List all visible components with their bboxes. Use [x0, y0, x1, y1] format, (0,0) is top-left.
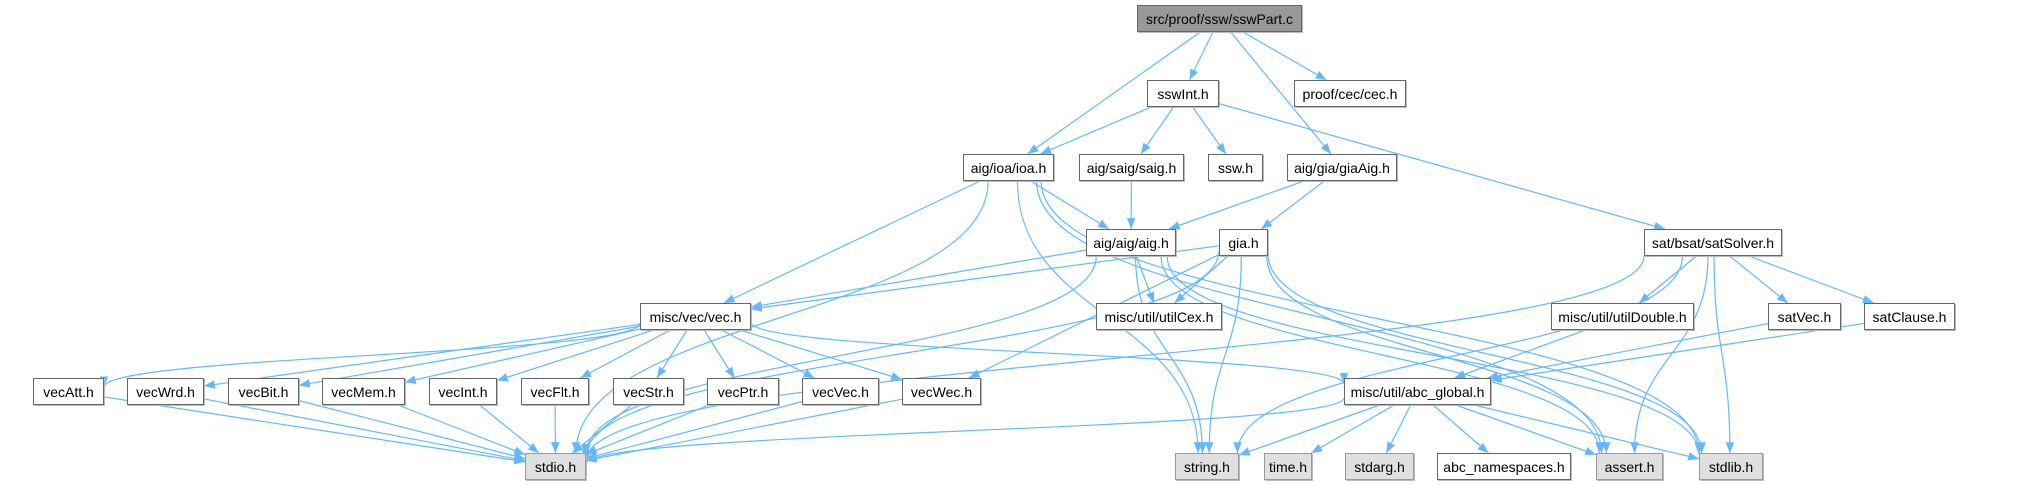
- edge-abc_global-to-assert: [1455, 404, 1597, 456]
- edge-root-to-giaAig: [1230, 31, 1332, 155]
- edge-abc_global-to-stdlib: [1473, 404, 1700, 461]
- edge-satSolver-to-stdlib: [1713, 255, 1735, 454]
- edge-vecPtr-to-stdio: [585, 404, 710, 455]
- edge-gia-to-stdlib: [1267, 253, 1706, 454]
- edge-abc_global-to-string: [1238, 404, 1380, 456]
- node-giaAig[interactable]: aig/gia/giaAig.h: [1287, 154, 1397, 181]
- edge-sswInt-to-ioa: [1040, 106, 1152, 155]
- edge-sswInt-to-saig: [1140, 106, 1175, 155]
- node-saig[interactable]: aig/saig/saig.h: [1079, 154, 1184, 181]
- edge-gia-to-utilCex: [1174, 255, 1229, 304]
- node-sswInt[interactable]: sswInt.h: [1147, 80, 1219, 107]
- edge-gia-to-vec: [750, 245, 1220, 312]
- edge-vecInt-to-stdio: [479, 404, 540, 454]
- node-satSolver[interactable]: sat/bsat/satSolver.h: [1644, 229, 1782, 256]
- edge-satVec-to-abc_global: [1487, 322, 1769, 381]
- edge-vec-to-vecPtr: [703, 329, 735, 379]
- edge-abc_global-to-stdarg: [1385, 404, 1412, 454]
- edge-satSolver-to-satClause: [1748, 255, 1874, 304]
- edge-aig-to-string: [1134, 255, 1207, 454]
- edge-aig-to-assert: [1160, 255, 1604, 454]
- edge-satSolver-to-string: [1233, 255, 1684, 454]
- edge-gia-to-stdio: [581, 250, 1220, 457]
- node-root: src/proof/ssw/sswPart.c: [1137, 5, 1302, 32]
- edge-giaAig-to-aig: [1168, 180, 1305, 230]
- edge-aig-to-vec: [750, 249, 1087, 310]
- node-ioa[interactable]: aig/ioa/ioa.h: [963, 154, 1054, 181]
- edge-vec-to-vecFlt: [580, 329, 671, 379]
- edge-vec-to-vecInt: [496, 329, 654, 382]
- node-cec[interactable]: proof/cec/cec.h: [1294, 80, 1406, 107]
- node-vecInt[interactable]: vecInt.h: [429, 378, 497, 405]
- node-vecAtt[interactable]: vecAtt.h: [33, 378, 104, 405]
- edge-vecStr-to-stdio: [571, 404, 633, 454]
- edge-abc_global-to-abc_namespaces: [1432, 404, 1489, 454]
- edge-vec-to-vecVec: [721, 329, 815, 379]
- edge-vecWrd-to-stdio: [203, 398, 526, 463]
- edge-vec-to-vecBit: [298, 325, 641, 388]
- edge-ioa-to-vec: [723, 180, 981, 304]
- node-utilDouble[interactable]: misc/util/utilDouble.h: [1551, 303, 1694, 330]
- edge-giaAig-to-gia: [1260, 180, 1325, 230]
- node-time: time.h: [1264, 453, 1312, 480]
- edge-gia-to-string: [1204, 255, 1242, 454]
- edge-vecAtt-to-stdio: [103, 396, 526, 465]
- edge-satClause-to-abc_global: [1490, 322, 1865, 383]
- node-vecWrd[interactable]: vecWrd.h: [127, 378, 204, 405]
- edge-utilDouble-to-abc_global: [1454, 329, 1586, 379]
- edge-sswInt-to-ssw: [1192, 106, 1227, 155]
- edge-ioa-to-stdio: [571, 180, 989, 454]
- node-satClause[interactable]: satClause.h: [1864, 303, 1955, 330]
- node-stdlib: stdlib.h: [1699, 453, 1763, 480]
- edge-ioa-to-stdlib: [1040, 180, 1704, 454]
- edge-root-to-cec: [1242, 31, 1327, 81]
- edge-vec-to-abc_global: [750, 321, 1349, 385]
- edge-satSolver-to-utilDouble: [1638, 255, 1697, 304]
- node-utilCex[interactable]: misc/util/utilCex.h: [1096, 303, 1222, 330]
- edge-abc_global-to-stdio: [581, 397, 1345, 465]
- edge-satSolver-to-assert: [1630, 255, 1709, 454]
- edge-vec-to-vecMem: [404, 328, 641, 384]
- node-aig[interactable]: aig/aig/aig.h: [1086, 229, 1176, 256]
- node-string: string.h: [1175, 453, 1239, 480]
- edge-gia-to-assert: [1266, 255, 1611, 454]
- node-vecMem[interactable]: vecMem.h: [322, 378, 405, 405]
- edge-vecBit-to-stdio: [298, 400, 526, 461]
- edge-aig-to-utilCex: [1135, 255, 1155, 304]
- edge-satSolver-to-stdio: [581, 255, 1645, 461]
- edge-gia-to-vecWec: [968, 254, 1220, 379]
- edge-aig-to-stdlib: [1166, 255, 1704, 455]
- node-ssw[interactable]: ssw.h: [1208, 154, 1263, 181]
- node-stdarg: stdarg.h: [1345, 453, 1414, 480]
- node-vecPtr[interactable]: vecPtr.h: [707, 378, 779, 405]
- node-vec[interactable]: misc/vec/vec.h: [640, 303, 751, 330]
- node-vecStr[interactable]: vecStr.h: [613, 378, 684, 405]
- edge-aig-to-stdio: [581, 255, 1097, 455]
- node-stdio: stdio.h: [525, 453, 586, 480]
- node-vecFlt[interactable]: vecFlt.h: [521, 378, 589, 405]
- node-satVec[interactable]: satVec.h: [1768, 303, 1841, 330]
- node-assert: assert.h: [1596, 453, 1663, 480]
- edge-vecMem-to-stdio: [397, 404, 526, 456]
- node-vecWec[interactable]: vecWec.h: [902, 378, 981, 405]
- node-vecBit[interactable]: vecBit.h: [228, 378, 299, 405]
- edge-vec-to-vecAtt: [99, 322, 641, 388]
- edge-root-to-ioa: [1027, 31, 1201, 155]
- edge-ioa-to-aig: [1030, 180, 1110, 230]
- edge-vec-to-vecWrd: [203, 323, 641, 389]
- node-gia[interactable]: gia.h: [1219, 229, 1268, 256]
- edge-ioa-to-assert: [1035, 180, 1606, 454]
- edge-vec-to-vecWec: [739, 329, 903, 381]
- node-abc_namespaces[interactable]: abc_namespaces.h: [1437, 453, 1571, 480]
- edge-abc_global-to-time: [1311, 404, 1395, 454]
- edge-vecVec-to-stdio: [585, 401, 803, 460]
- node-vecVec[interactable]: vecVec.h: [802, 378, 879, 405]
- edge-sswInt-to-satSolver: [1218, 103, 1666, 231]
- edge-root-to-sswInt: [1189, 31, 1214, 81]
- node-abc_global[interactable]: misc/util/abc_global.h: [1344, 378, 1491, 405]
- edge-vec-to-vecStr: [656, 329, 688, 379]
- edge-satSolver-to-satVec: [1729, 255, 1789, 304]
